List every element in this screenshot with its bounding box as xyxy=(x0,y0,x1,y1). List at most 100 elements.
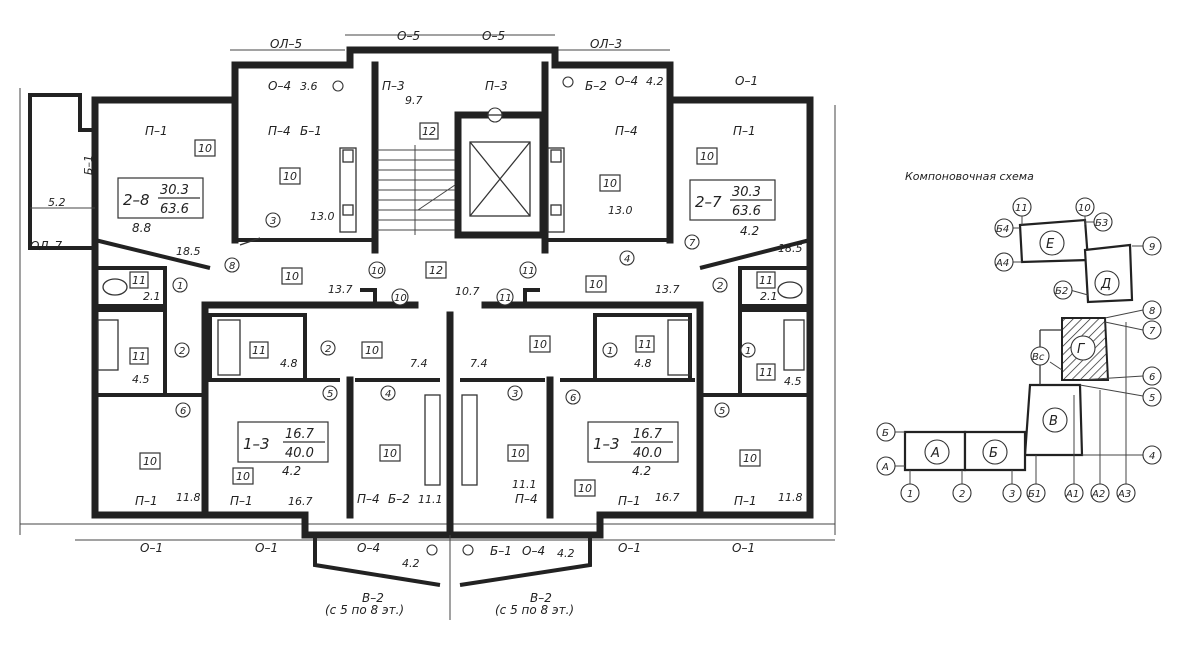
apartment-area-total: 40.0 xyxy=(285,446,314,461)
room-index: 11 xyxy=(499,293,512,304)
room-index: 10 xyxy=(394,293,407,304)
window-label: О–1 xyxy=(732,541,755,555)
balcony-label: ОЛ–7 xyxy=(30,239,62,253)
room-index: 4 xyxy=(624,254,630,265)
room-type-label: П–1 xyxy=(145,124,168,138)
room-number: 11 xyxy=(638,338,652,351)
window-label: О–1 xyxy=(618,541,641,555)
apartment-area-living: 30.3 xyxy=(160,183,189,198)
room-number: 10 xyxy=(700,150,714,163)
window-label: О–1 xyxy=(735,74,758,88)
balcony-label: Б–1 xyxy=(82,155,95,175)
area-label: 13.0 xyxy=(608,204,633,217)
axis-label: 6 xyxy=(1149,372,1155,383)
room-number: 11 xyxy=(759,274,773,287)
window-label: О–5 xyxy=(482,29,505,43)
area-label: 16.7 xyxy=(288,495,313,508)
window-label: О–1 xyxy=(255,541,278,555)
area-label: 4.2 xyxy=(282,464,301,478)
axis-label: 1 xyxy=(907,489,913,500)
apartment-area-total: 63.6 xyxy=(732,204,761,219)
area-label: 4.5 xyxy=(132,373,150,386)
room-number: 10 xyxy=(603,177,617,190)
room-number: 10 xyxy=(365,344,379,357)
room-number: 11 xyxy=(759,366,773,379)
room-number: 10 xyxy=(143,455,157,468)
area-label: 4.2 xyxy=(740,224,759,238)
area-label: 11.8 xyxy=(778,491,803,504)
room-number: 10 xyxy=(589,278,603,291)
area-label: 11.8 xyxy=(176,491,201,504)
area-label: 13.7 xyxy=(328,283,353,296)
area-label: 13.0 xyxy=(310,210,335,223)
apartment-area-living: 16.7 xyxy=(285,427,315,442)
apartment-label: 2–8 xyxy=(123,191,150,209)
area-label: 4.2 xyxy=(557,547,575,560)
room-type-label: П–1 xyxy=(135,494,158,508)
window-label: О–1 xyxy=(140,541,163,555)
room-type-label: П–1 xyxy=(733,124,756,138)
area-label: 2.1 xyxy=(760,290,778,303)
axis-label: А xyxy=(881,462,889,473)
window-label: ОЛ–3 xyxy=(590,37,622,51)
axis-label: 10 xyxy=(1078,203,1091,214)
area-label: 18.5 xyxy=(176,245,201,258)
axis-label: 2 xyxy=(959,489,965,500)
axis-label: Б1 xyxy=(1028,489,1041,500)
window-label: О–4 xyxy=(268,79,291,93)
room-number: 10 xyxy=(283,170,297,183)
window-label: О–5 xyxy=(397,29,420,43)
section-label: Б xyxy=(989,446,998,461)
window-label: О–4 xyxy=(615,74,638,88)
room-index: 5 xyxy=(327,389,333,400)
section-label: Г xyxy=(1077,342,1086,357)
room-type-label: П–4 xyxy=(515,492,538,506)
area-label: 10.7 xyxy=(455,285,480,298)
room-index: 5 xyxy=(719,406,725,417)
area-label: 4.2 xyxy=(646,75,664,88)
room-number: 10 xyxy=(198,142,212,155)
room-index: 4 xyxy=(385,389,391,400)
balcony-note: (с 5 по 8 эт.) xyxy=(495,603,574,617)
section-label: Д xyxy=(1100,277,1111,292)
room-number: 11 xyxy=(132,274,146,287)
apartment-label: 1–3 xyxy=(243,435,270,453)
room-type-label: П–4 xyxy=(615,124,638,138)
area-label: 13.7 xyxy=(655,283,680,296)
apartment-area-living: 30.3 xyxy=(732,185,761,200)
balcony-label: Б–1 xyxy=(300,124,322,138)
room-index: 6 xyxy=(570,393,576,404)
axis-label: 8 xyxy=(1149,306,1155,317)
axis-label: Б3 xyxy=(1095,218,1108,229)
room-number: 12 xyxy=(429,264,443,277)
room-number: 10 xyxy=(285,270,299,283)
balcony-note: (с 5 по 8 эт.) xyxy=(325,603,404,617)
room-number: 10 xyxy=(743,452,757,465)
axis-label: 5 xyxy=(1149,393,1155,404)
apartment-label: 1–3 xyxy=(593,435,620,453)
room-index: 7 xyxy=(689,238,696,249)
room-type-label: П–1 xyxy=(618,494,641,508)
room-type-label: П–1 xyxy=(230,494,253,508)
room-number: 10 xyxy=(578,482,592,495)
axis-label: 4 xyxy=(1149,451,1155,462)
room-type-label: П–4 xyxy=(357,492,380,506)
room-number: 12 xyxy=(422,125,436,138)
room-index: 1 xyxy=(177,281,183,292)
room-number: 11 xyxy=(252,344,266,357)
apartment-area-living: 16.7 xyxy=(633,427,663,442)
axis-label: А4 xyxy=(995,258,1009,269)
room-type-label: П–3 xyxy=(485,79,508,93)
axis-label: А3 xyxy=(1117,489,1131,500)
scheme-title: Компоновочная схема xyxy=(905,170,1034,183)
plan-labels: ОЛ–5 О–5 О–5 ОЛ–3 О–1 ОЛ–7 Б–1 5.2 П–3 П… xyxy=(30,29,803,617)
room-index: 2 xyxy=(717,281,723,292)
axis-label: Б xyxy=(882,428,889,439)
axis-label: 7 xyxy=(1149,326,1156,337)
room-number: 10 xyxy=(511,447,525,460)
apartment-area-total: 40.0 xyxy=(633,446,662,461)
balcony-label: Б–2 xyxy=(585,79,607,93)
room-index: 10 xyxy=(371,266,384,277)
room-number: 11 xyxy=(132,350,146,363)
